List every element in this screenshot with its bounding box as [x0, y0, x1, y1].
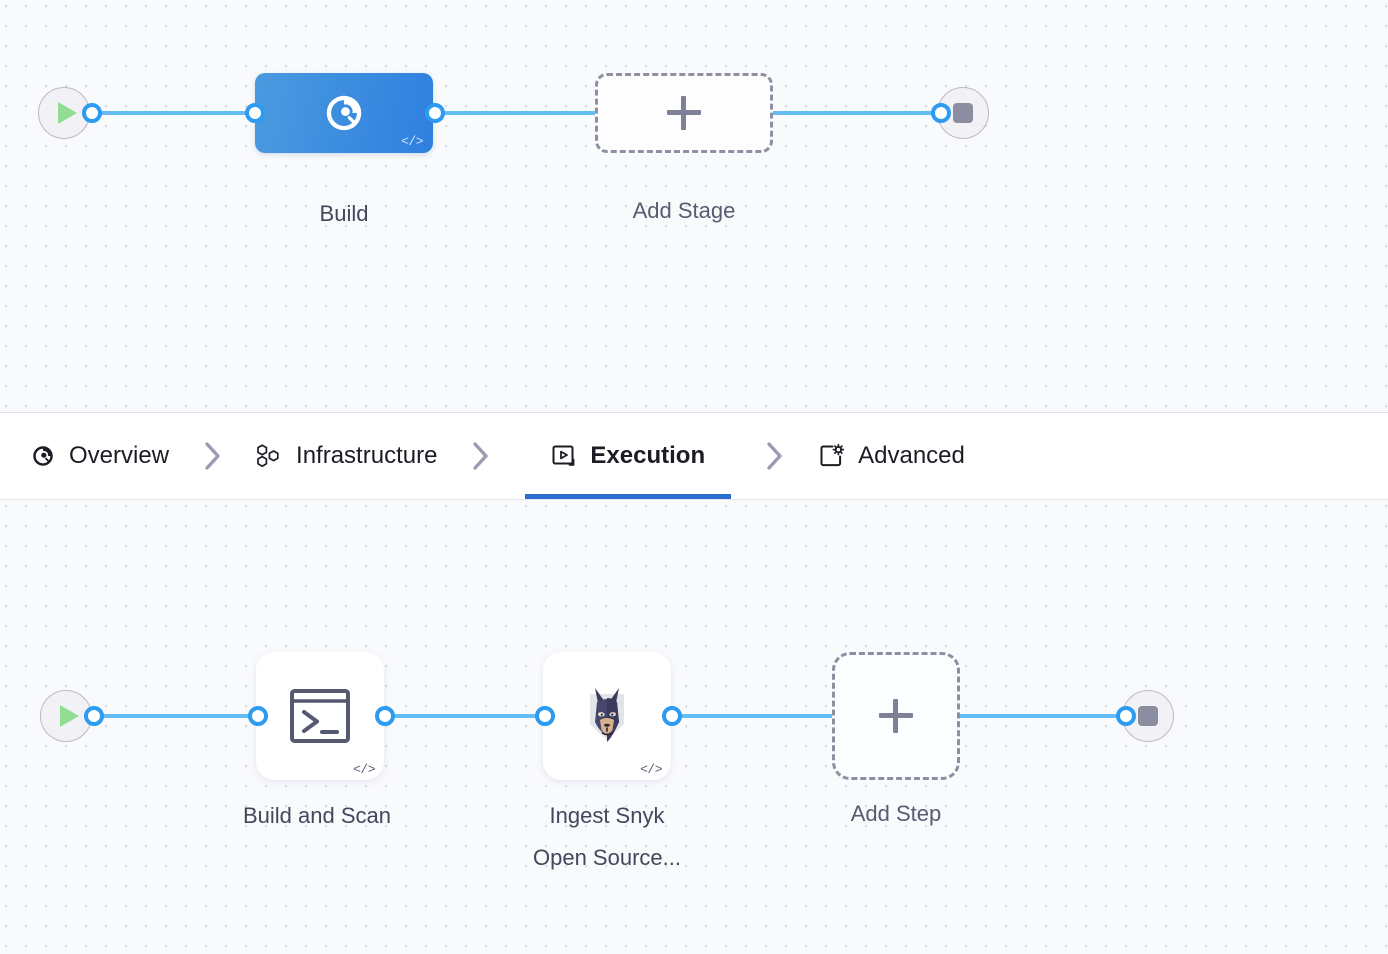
- step-node-build-and-scan[interactable]: </>: [256, 652, 384, 780]
- stage-canvas[interactable]: </> Build Add Stage: [0, 0, 1388, 412]
- port-exec-start-out[interactable]: [84, 706, 104, 726]
- stage-node-build-label: Build: [319, 201, 369, 226]
- edge-buildscan-to-snyk: [378, 714, 556, 718]
- edge-snyk-to-addstep: [665, 714, 845, 718]
- frame-gear-icon: [820, 443, 845, 467]
- edge-addstep-to-end: [955, 714, 1133, 718]
- add-step-label: Add Step: [850, 801, 942, 826]
- edge-start-to-buildscan: [90, 714, 268, 718]
- edge-start-to-build: [88, 111, 260, 115]
- stop-icon: [1138, 706, 1158, 726]
- scan-circle-icon: [326, 95, 362, 131]
- port-buildscan-in[interactable]: [248, 706, 268, 726]
- pipeline-start-node[interactable]: [38, 87, 90, 139]
- port-snyk-out[interactable]: [662, 706, 682, 726]
- port-buildscan-out[interactable]: [375, 706, 395, 726]
- play-icon: [59, 705, 79, 727]
- step-node-ingest-snyk-open-source[interactable]: </>: [543, 652, 671, 780]
- add-stage-label: Add Stage: [632, 198, 736, 223]
- chevron-right-icon: [473, 442, 489, 470]
- scan-circle-icon: [33, 446, 53, 466]
- port-exec-end-in[interactable]: [1116, 706, 1136, 726]
- chevron-right-icon: [767, 442, 782, 470]
- edge-build-to-addstage: [430, 111, 602, 115]
- hexagon-cluster-icon: [257, 444, 279, 468]
- tab-advanced-label: Advanced: [858, 442, 965, 469]
- port-start-out[interactable]: [82, 103, 102, 123]
- tab-advanced[interactable]: Advanced: [819, 413, 965, 499]
- tab-execution[interactable]: Execution: [525, 413, 731, 499]
- tab-execution-label: Execution: [590, 442, 706, 469]
- plus-icon: [667, 96, 701, 130]
- terminal-icon: [290, 689, 350, 743]
- port-build-in[interactable]: [245, 103, 265, 123]
- port-end-in[interactable]: [931, 103, 951, 123]
- execution-start-node[interactable]: [40, 690, 92, 742]
- code-badge: </>: [401, 134, 423, 149]
- tab-overview-label: Overview: [69, 442, 170, 469]
- stage-node-build[interactable]: </>: [255, 73, 433, 153]
- code-badge: </>: [640, 762, 662, 777]
- plus-icon: [879, 699, 913, 733]
- tab-infrastructure[interactable]: Infrastructure: [257, 413, 437, 499]
- chevron-right-icon: [205, 442, 220, 470]
- snyk-doberman-icon: [590, 688, 624, 742]
- play-icon: [57, 102, 77, 124]
- port-build-out[interactable]: [425, 103, 445, 123]
- add-step-button[interactable]: [832, 652, 960, 780]
- edge-addstage-to-end: [765, 111, 945, 115]
- tab-overview[interactable]: Overview: [30, 413, 169, 499]
- tab-infrastructure-label: Infrastructure: [296, 442, 438, 469]
- step-node-build-and-scan-label: Build and Scan: [243, 803, 391, 828]
- execution-canvas[interactable]: </> Build and Scan: [0, 500, 1388, 954]
- add-stage-button[interactable]: [595, 73, 773, 153]
- code-badge: </>: [353, 762, 375, 777]
- step-node-ingest-snyk-label: Ingest Snyk Open Source...: [533, 803, 681, 870]
- stage-config-tabs: Overview Infrastructure: [0, 412, 1388, 500]
- port-snyk-in[interactable]: [535, 706, 555, 726]
- stop-icon: [953, 103, 973, 123]
- play-box-icon: [552, 445, 575, 466]
